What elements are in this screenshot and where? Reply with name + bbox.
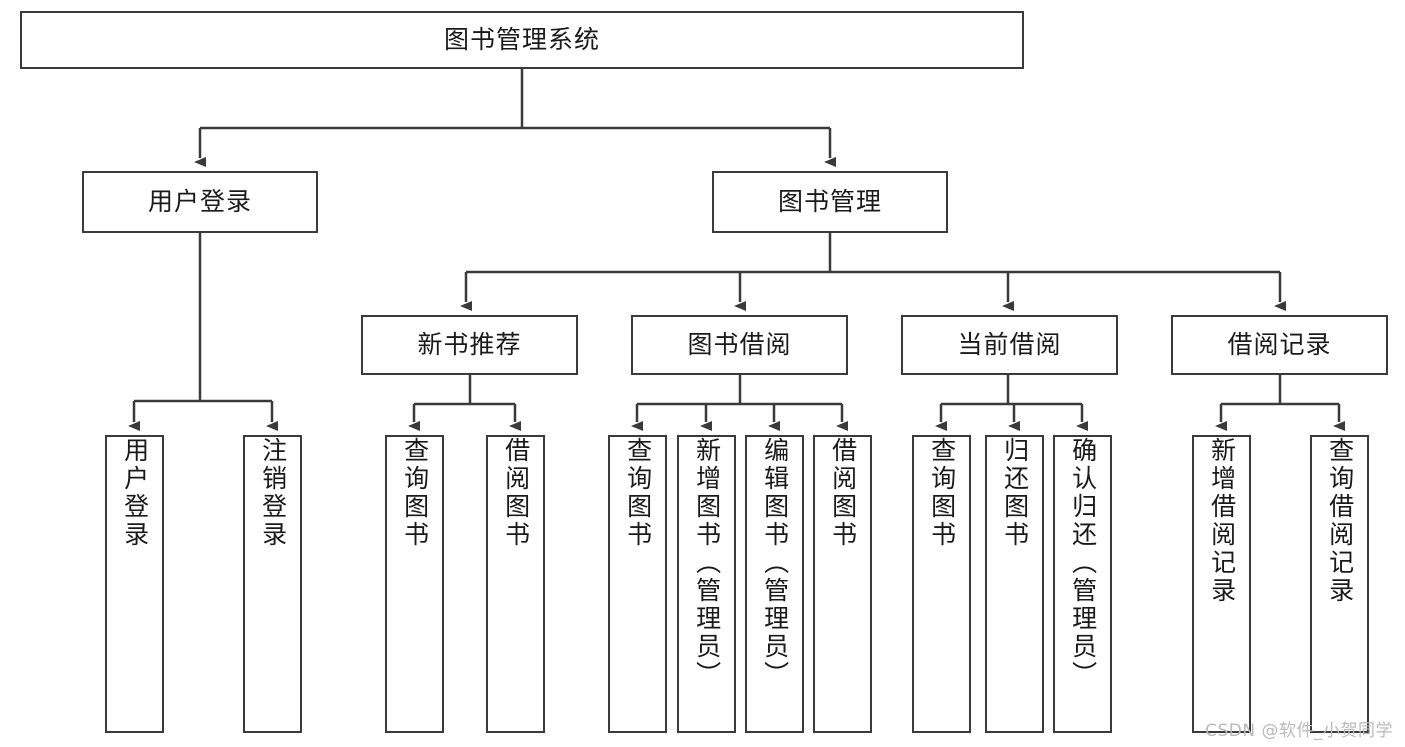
node-leaf-confirm-return-admin-label: 确认归还（管理员）: [1068, 437, 1098, 689]
node-leaf-query-book-1[interactable]: 查询图书: [385, 435, 444, 733]
node-leaf-borrow-book-1[interactable]: 借阅图书: [486, 435, 545, 733]
node-leaf-query-book-2-label: 查询图书: [623, 437, 653, 549]
node-leaf-logout[interactable]: 注销登录: [243, 435, 302, 733]
node-leaf-return-book-label: 归还图书: [1000, 437, 1030, 549]
node-borrow-record[interactable]: 借阅记录: [1171, 315, 1388, 375]
node-user-login[interactable]: 用户登录: [82, 171, 318, 233]
node-book-borrow-label: 图书借阅: [687, 329, 792, 359]
node-new-book-recommend-label: 新书推荐: [417, 329, 522, 359]
node-book-management[interactable]: 图书管理: [712, 171, 948, 233]
node-leaf-query-book-1-label: 查询图书: [400, 437, 430, 549]
node-book-management-label: 图书管理: [777, 186, 882, 216]
node-leaf-query-book-3-label: 查询图书: [927, 437, 957, 549]
node-leaf-query-book-3[interactable]: 查询图书: [912, 435, 971, 733]
node-leaf-query-borrow-record[interactable]: 查询借阅记录: [1310, 435, 1369, 733]
node-leaf-query-book-2[interactable]: 查询图书: [608, 435, 667, 733]
node-leaf-edit-book-admin-label: 编辑图书（管理员）: [760, 437, 790, 689]
node-leaf-borrow-book-2[interactable]: 借阅图书: [813, 435, 872, 733]
node-leaf-add-borrow-record-label: 新增借阅记录: [1207, 437, 1237, 605]
node-new-book-recommend[interactable]: 新书推荐: [361, 315, 578, 375]
node-leaf-borrow-book-2-label: 借阅图书: [828, 437, 858, 549]
node-leaf-confirm-return-admin[interactable]: 确认归还（管理员）: [1053, 435, 1112, 733]
node-current-borrow[interactable]: 当前借阅: [901, 315, 1118, 375]
node-leaf-edit-book-admin[interactable]: 编辑图书（管理员）: [745, 435, 804, 733]
node-leaf-user-login[interactable]: 用户登录: [105, 435, 164, 733]
node-current-borrow-label: 当前借阅: [957, 329, 1062, 359]
node-leaf-logout-label: 注销登录: [258, 437, 288, 549]
node-root[interactable]: 图书管理系统: [20, 11, 1024, 69]
node-leaf-add-book-admin-label: 新增图书（管理员）: [692, 437, 722, 689]
node-leaf-borrow-book-1-label: 借阅图书: [501, 437, 531, 549]
node-leaf-return-book[interactable]: 归还图书: [985, 435, 1044, 733]
node-leaf-query-borrow-record-label: 查询借阅记录: [1325, 437, 1355, 605]
watermark-text: CSDN @软件_小贺同学: [1205, 721, 1393, 741]
node-root-label: 图书管理系统: [443, 24, 600, 54]
node-borrow-record-label: 借阅记录: [1227, 329, 1332, 359]
node-user-login-label: 用户登录: [147, 186, 252, 216]
node-book-borrow[interactable]: 图书借阅: [631, 315, 848, 375]
node-leaf-user-login-label: 用户登录: [120, 437, 150, 549]
node-leaf-add-book-admin[interactable]: 新增图书（管理员）: [677, 435, 736, 733]
node-leaf-add-borrow-record[interactable]: 新增借阅记录: [1192, 435, 1251, 733]
